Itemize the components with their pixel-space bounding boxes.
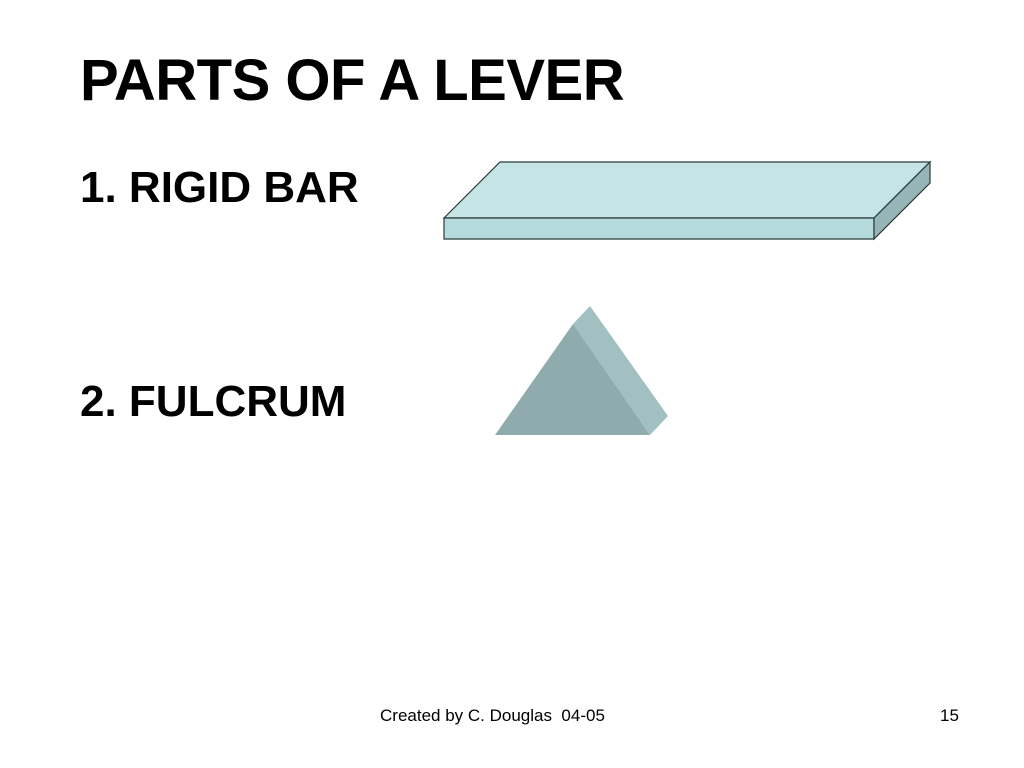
item-rigid-bar-label: 1. RIGID BAR [80,163,359,212]
rigid-bar-front-face [443,217,875,240]
rigid-bar-top-face [442,161,932,219]
fulcrum-shape [495,306,668,435]
footer-credit: Created by C. Douglas 04-05 [380,706,605,725]
fulcrum-side-face [573,306,668,435]
item-fulcrum-label: 2. FULCRUM [80,377,347,426]
fulcrum-front-face [495,324,650,435]
rigid-bar-side-face [873,160,931,241]
slide-title: PARTS OF A LEVER [80,48,625,113]
slide-page-number: 15 [940,706,959,725]
rigid-bar-shape [442,160,932,241]
